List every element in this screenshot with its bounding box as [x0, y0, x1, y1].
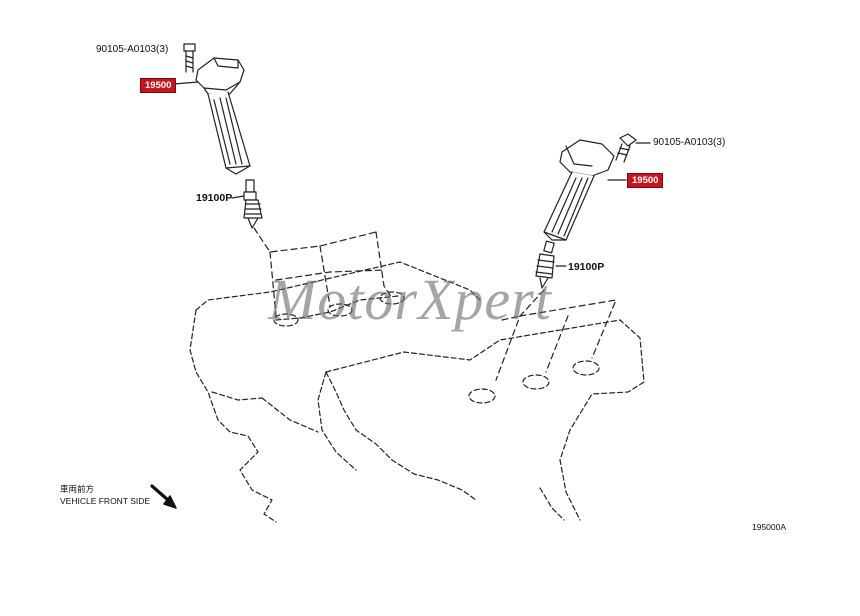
bolt-left-label: 90105-A0103(3): [96, 44, 169, 55]
cylinder-head-outline: [189, 261, 645, 523]
plug-left-label: 19100P: [196, 192, 233, 204]
installation-guides: [253, 227, 617, 381]
plug-right-label: 19100P: [568, 261, 605, 273]
front-side-label-jp: 車両前方: [60, 484, 95, 494]
ignition-coil-icon: [543, 139, 615, 241]
ignition-coil-icon: [195, 57, 251, 175]
front-side-label-en: VEHICLE FRONT SIDE: [60, 496, 151, 506]
bolt-icon: [183, 43, 196, 73]
spark-plug-icon: [535, 240, 555, 289]
watermark: MotorXpert: [268, 267, 552, 332]
coil-right-badge[interactable]: 19500: [627, 173, 664, 188]
bolt-right-label: 90105-A0103(3): [653, 137, 726, 148]
spark-plug-icon: [243, 179, 263, 229]
coil-left-badge[interactable]: 19500: [140, 78, 177, 93]
arrow-down-right-icon: [150, 484, 177, 509]
bolt-icon: [615, 133, 637, 163]
diagram-id: 195000A: [752, 522, 787, 532]
